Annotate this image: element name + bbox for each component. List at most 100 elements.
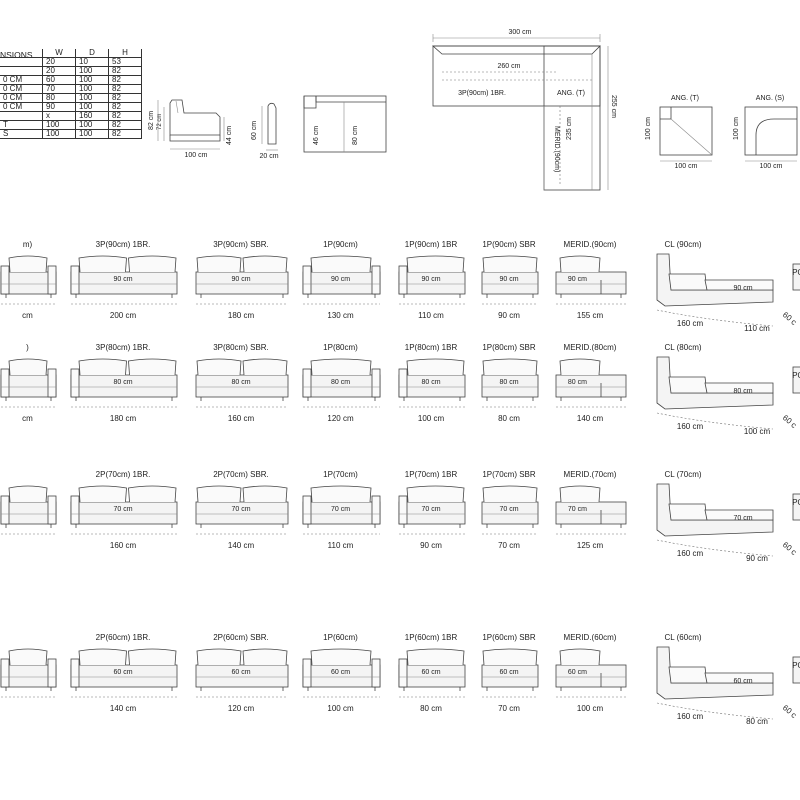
sofa-module-width: cm	[22, 414, 33, 423]
sofa-module-width: 110 cm	[418, 311, 444, 320]
sofa-module-width: 140 cm	[576, 414, 604, 423]
sofa-seat-width: 80 cm	[499, 379, 519, 386]
sofa-seat-width: 90 cm	[330, 276, 351, 283]
pouf-drawing	[792, 263, 800, 291]
plan-left-block: 3P(90cm) 1BR.	[458, 90, 506, 97]
sofa-module-width: 120 cm	[227, 704, 255, 713]
sofa-module-title: 2P(70cm) SBR.	[213, 470, 269, 479]
chaise-title: CL (90cm)	[664, 240, 702, 249]
side-view-sofa	[157, 99, 225, 150]
sofa-module-title: MERID.(90cm)	[563, 240, 617, 249]
pouf-title: PO	[792, 498, 800, 507]
sofa-seat-width: 70 cm	[231, 506, 251, 513]
sofa-module-title: 1P(90cm) SBR	[482, 240, 536, 249]
sofa-module-drawing	[302, 648, 381, 698]
sofa-module-title: 1P(60cm) 1BR	[404, 633, 458, 642]
dimensions-cell-h: 82	[108, 129, 142, 139]
chaise-title: CL (80cm)	[664, 343, 702, 352]
chaise-width-1: 160 cm	[676, 422, 704, 431]
sofa-module-width: 100 cm	[327, 704, 354, 713]
angle-t-title: ANG. (T)	[671, 95, 699, 102]
height-44: 44 cm	[226, 125, 233, 145]
sofa-seat-width: 70 cm	[113, 506, 133, 513]
sofa-module-title: 1P(70cm) SBR	[482, 470, 536, 479]
corner-plan	[431, 34, 609, 191]
sofa-module-width: 130 cm	[327, 311, 354, 320]
chaise-width-1: 160 cm	[676, 319, 704, 328]
sofa-module-drawing	[0, 358, 57, 408]
dimensions-cell-d: 100	[75, 129, 109, 139]
sofa-module-width: 100 cm	[417, 414, 445, 423]
angle-t-plan	[659, 106, 713, 162]
sofa-seat-width: 60 cm	[231, 669, 251, 676]
sofa-seat-width: 90 cm	[231, 276, 251, 283]
plan-top-width: 300 cm	[508, 29, 532, 36]
sofa-module-drawing	[195, 358, 289, 408]
angle-s-height: 100 cm	[733, 117, 740, 140]
chaise-width-1: 160 cm	[676, 712, 704, 721]
sofa-seat-width: 70 cm	[421, 506, 441, 513]
chaise-width-2: 110 cm	[744, 324, 770, 333]
sofa-module-title: 1P(70cm)	[323, 470, 358, 479]
sofa-module-width: 125 cm	[576, 541, 604, 550]
sofa-module-drawing	[70, 255, 178, 305]
sofa-module-width: 200 cm	[109, 311, 137, 320]
sofa-seat-width: 60 cm	[330, 669, 351, 676]
chaise-seat-width: 80 cm	[733, 388, 753, 395]
sofa-module-width: 70 cm	[498, 541, 520, 550]
sofa-module-drawing	[0, 648, 57, 698]
sofa-module-title: 1P(60cm) SBR	[482, 633, 536, 642]
depth-46: 46 cm	[313, 125, 320, 145]
depth-80: 80 cm	[352, 125, 359, 145]
chaise-longue-drawing	[656, 356, 774, 430]
dimensions-cell-label: S	[0, 129, 43, 139]
sofa-seat-width: 80 cm	[231, 379, 251, 386]
chaise-seat-width: 90 cm	[733, 285, 753, 292]
pouf-title: PO	[792, 268, 800, 277]
sofa-seat-width: 60 cm	[113, 669, 133, 676]
sofa-seat-width: 90 cm	[567, 276, 587, 283]
dimensions-cell-label: 0 CM	[0, 102, 43, 112]
sofa-seat-width: 80 cm	[330, 379, 351, 386]
height-72: 72 cm	[157, 113, 163, 130]
sofa-module-drawing	[195, 255, 289, 305]
sofa-module-drawing	[0, 485, 57, 535]
dimensions-cell-label	[0, 57, 43, 67]
sofa-module-title: MERID.(60cm)	[563, 633, 617, 642]
sofa-module-width: 180 cm	[109, 414, 137, 423]
sofa-module-width: 90 cm	[420, 541, 442, 550]
sofa-seat-width: 60 cm	[421, 669, 441, 676]
chaise-seat-width: 70 cm	[733, 515, 753, 522]
sofa-seat-width: 70 cm	[567, 506, 587, 513]
chaise-seat-width: 60 cm	[733, 678, 753, 685]
sofa-module-title: 3P(80cm) SBR.	[213, 343, 269, 352]
sofa-module-drawing	[481, 358, 539, 408]
sofa-module-drawing	[0, 255, 57, 305]
pouf-width: 60 c	[780, 540, 799, 557]
chaise-longue-drawing	[656, 253, 774, 327]
chaise-title: CL (70cm)	[664, 470, 702, 479]
pouf-drawing	[792, 656, 800, 684]
sofa-module-drawing	[398, 255, 466, 305]
sofa-module-drawing	[398, 485, 466, 535]
sofa-module-width: 70 cm	[498, 704, 520, 713]
sofa-module-drawing	[555, 255, 627, 305]
sofa-module-width: 140 cm	[227, 541, 255, 550]
top-view-seat	[303, 95, 387, 153]
sofa-module-drawing	[70, 358, 178, 408]
plan-corner: ANG. (T)	[557, 90, 585, 97]
chaise-width-2: 100 cm	[743, 427, 771, 436]
sofa-module-drawing	[302, 485, 381, 535]
height-60: 60 cm	[251, 120, 258, 140]
pouf-width: 60 c	[780, 413, 799, 430]
sofa-module-drawing	[302, 358, 381, 408]
angle-s-title: ANG. (S)	[755, 95, 785, 102]
sofa-module-title: 1P(80cm)	[323, 343, 358, 352]
sofa-module-title: MERID.(70cm)	[563, 470, 617, 479]
sofa-module-title: 2P(70cm) 1BR.	[95, 470, 151, 479]
sofa-module-drawing	[302, 255, 381, 305]
side-view-armrest	[261, 102, 278, 151]
sofa-module-drawing	[195, 648, 289, 698]
